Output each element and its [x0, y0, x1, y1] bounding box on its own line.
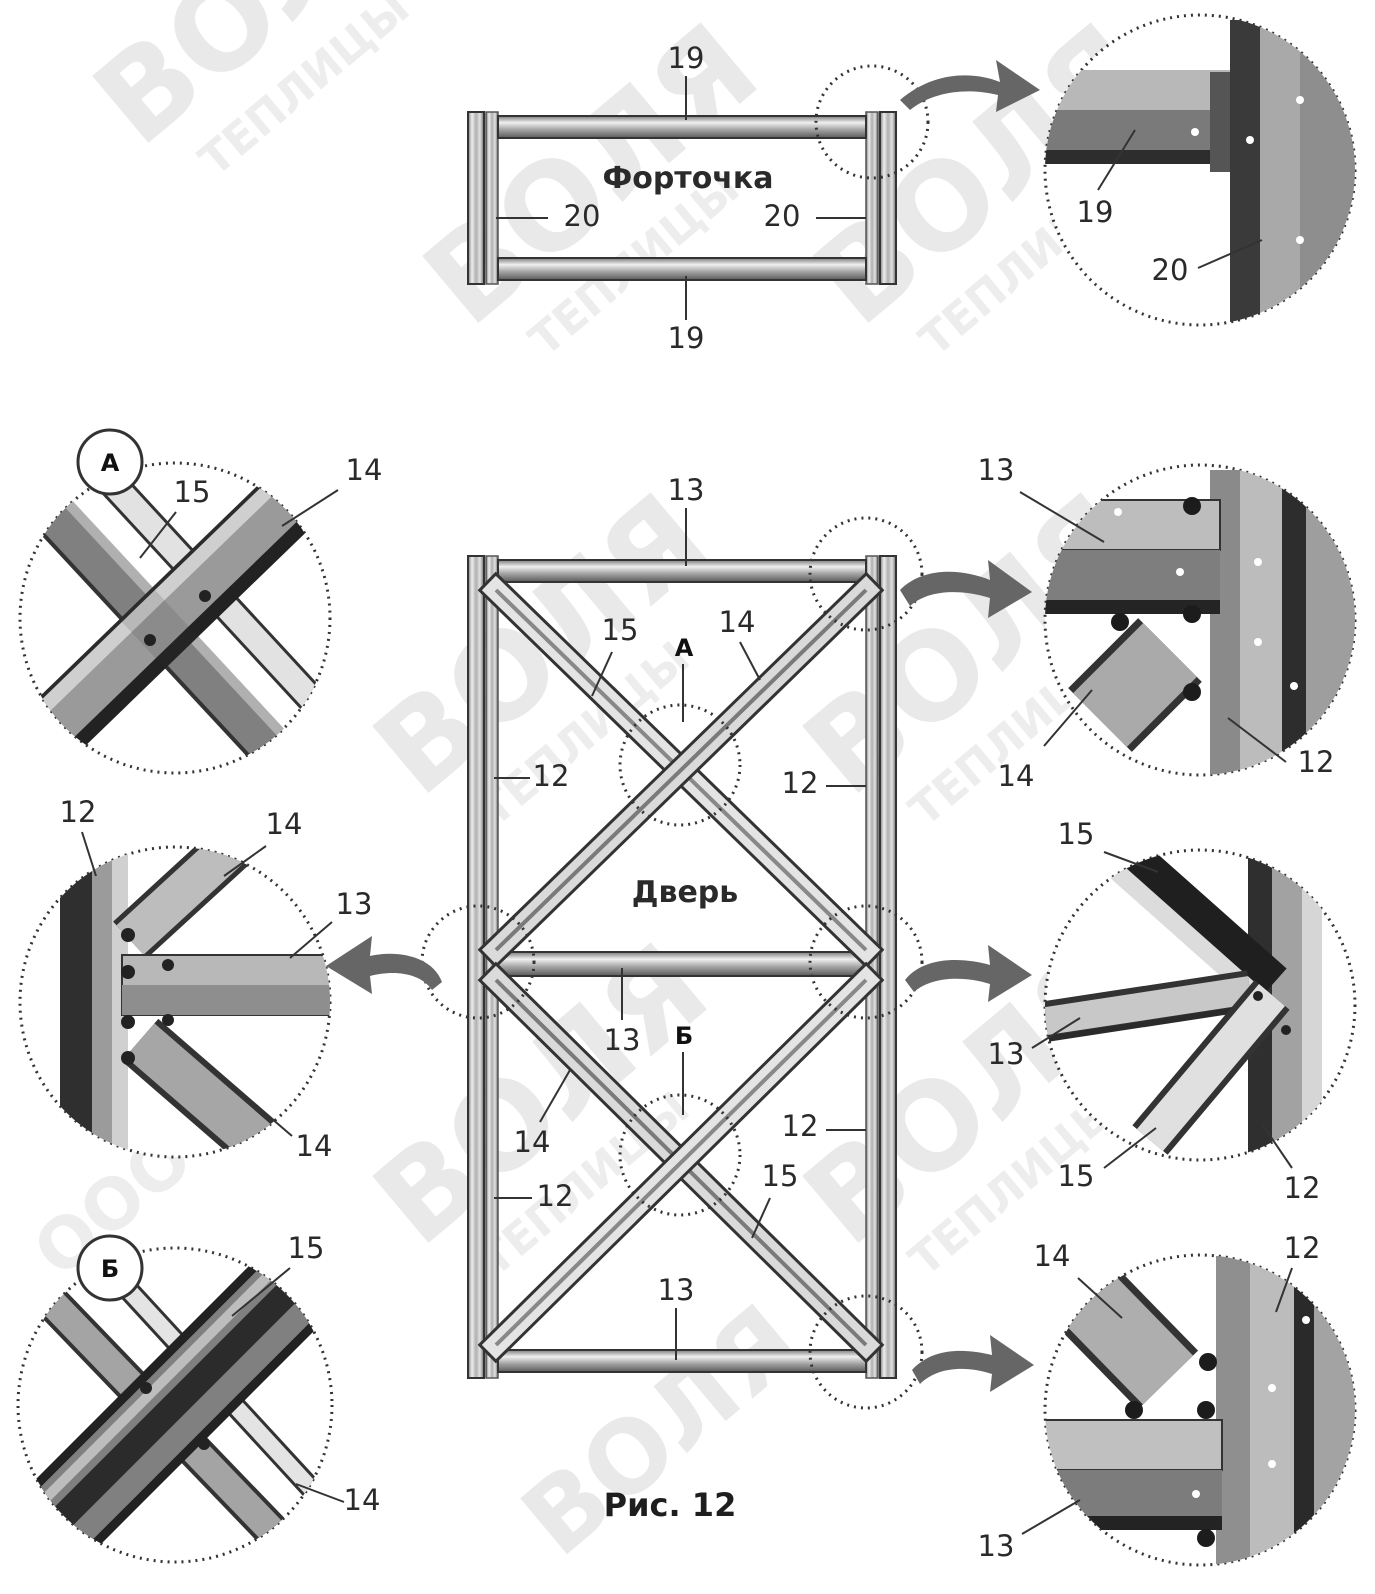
- door-middle-left-arrow: [326, 936, 442, 994]
- door-label-left-upper: 12: [533, 759, 570, 793]
- door-label-diag-upper-14: 14: [719, 605, 756, 639]
- door-bottom-right-arrow: [912, 1335, 1034, 1392]
- door-right-post-outer: [879, 555, 897, 1379]
- detail-left-middle: 12 14 13 14: [18, 795, 373, 1163]
- door-label-top: 13: [668, 473, 705, 507]
- detail-a-label-14: 14: [346, 453, 383, 487]
- detail-left-label-14-bottom: 14: [296, 1129, 333, 1163]
- vent-top-bar: [497, 115, 867, 139]
- detail-left-label-14-top: 14: [266, 807, 303, 841]
- detail-rb-label-12: 12: [1284, 1231, 1321, 1265]
- door-label-bottom: 13: [658, 1273, 695, 1307]
- detail-a-label-15: 15: [174, 475, 211, 509]
- detail-b-badge: Б: [101, 1255, 119, 1283]
- vent-right-post-inner: [865, 111, 879, 285]
- detail-b: Б 15 14: [16, 1231, 381, 1564]
- door-cross-label-b: Б: [675, 1022, 693, 1050]
- vent-label-top: 19: [668, 41, 705, 75]
- door-top-right-arrow: [900, 560, 1032, 618]
- detail-rt-label-14: 14: [998, 759, 1035, 793]
- watermark-brand: ВОЛЯ: [500, 1282, 821, 1578]
- door-label-right-upper: 12: [782, 766, 819, 800]
- detail-rm-label-15-bottom: 15: [1058, 1159, 1095, 1193]
- vent-label-left: 20: [564, 199, 601, 233]
- vent-detail-label-20: 20: [1152, 253, 1189, 287]
- detail-rt-label-12: 12: [1298, 745, 1335, 779]
- door-bottom-rail: [497, 1349, 867, 1373]
- detail-a: А 15 14: [18, 428, 383, 775]
- vent-corner-detail: 19 20: [1043, 13, 1357, 327]
- door-label-diag-upper-15: 15: [602, 613, 639, 647]
- detail-rm-label-15-top: 15: [1058, 817, 1095, 851]
- detail-rm-label-12: 12: [1284, 1171, 1321, 1205]
- detail-rb-label-14: 14: [1034, 1239, 1071, 1273]
- door-frame: Дверь 13 13 13 12 12 12 12 15 14 14 15 А…: [326, 473, 1034, 1410]
- vent-label-right: 20: [764, 199, 801, 233]
- door-title: Дверь: [632, 875, 739, 910]
- detail-rm-label-13: 13: [988, 1037, 1025, 1071]
- vent-detail-arrow: [900, 60, 1040, 112]
- door-label-left-lower: 12: [537, 1179, 574, 1213]
- detail-right-middle: 15 13 15 12: [988, 817, 1357, 1205]
- detail-right-bottom: 14 12 13: [978, 1231, 1357, 1567]
- vent-title: Форточка: [602, 161, 773, 196]
- door-label-diag-lower-15: 15: [762, 1159, 799, 1193]
- detail-rt-label-13: 13: [978, 453, 1015, 487]
- detail-rb-label-13: 13: [978, 1529, 1015, 1563]
- door-top-rail: [497, 559, 867, 583]
- detail-b-label-15: 15: [288, 1231, 325, 1265]
- door-left-post-outer: [467, 555, 485, 1379]
- door-middle-right-arrow: [905, 945, 1032, 1002]
- vent-frame: Форточка 19 19 20 20: [467, 41, 1040, 355]
- detail-a-badge: А: [101, 449, 120, 477]
- vent-label-bottom: 19: [668, 321, 705, 355]
- door-cross-label-a: А: [675, 634, 694, 662]
- detail-b-label-14: 14: [344, 1483, 381, 1517]
- vent-left-post-inner: [485, 111, 499, 285]
- vent-left-post-outer: [467, 111, 485, 285]
- detail-left-label-13: 13: [336, 887, 373, 921]
- figure-caption: Рис. 12: [604, 1486, 737, 1524]
- door-label-middle: 13: [604, 1023, 641, 1057]
- vent-right-post-outer: [879, 111, 897, 285]
- door-label-right-lower: 12: [782, 1109, 819, 1143]
- vent-bottom-bar: [497, 257, 867, 281]
- detail-left-label-12: 12: [60, 795, 97, 829]
- door-label-diag-lower-14: 14: [514, 1125, 551, 1159]
- vent-detail-label-19: 19: [1077, 195, 1114, 229]
